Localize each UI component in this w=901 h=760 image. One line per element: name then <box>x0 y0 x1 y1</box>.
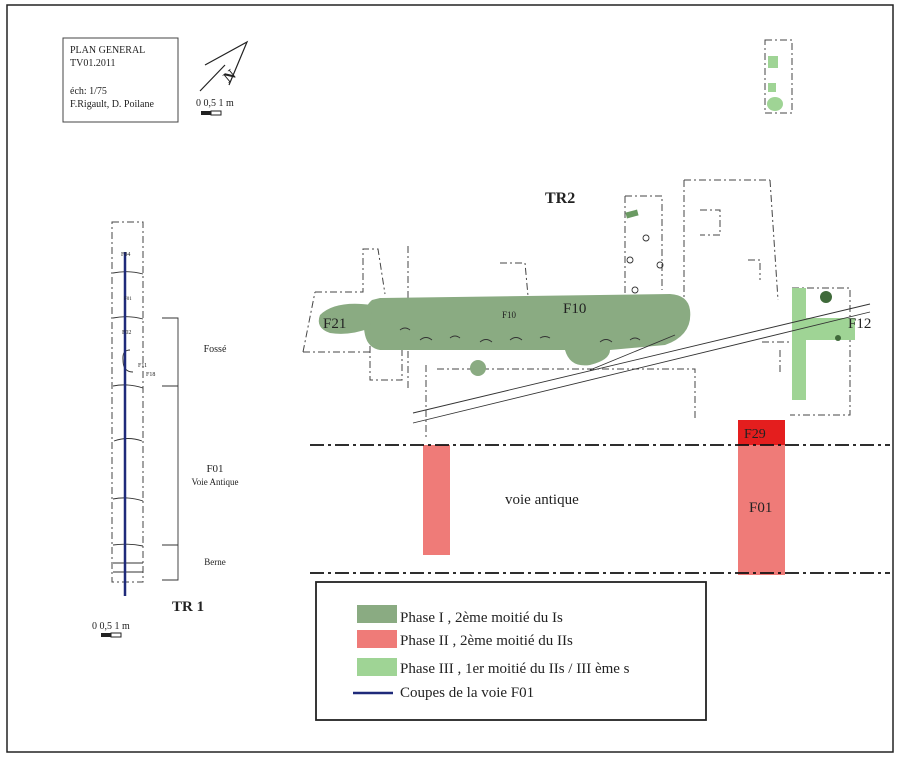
tr1-label-f04: F04 <box>121 252 130 258</box>
tr1-label-f02: F02 <box>122 330 131 336</box>
label-f10-small: F10 <box>502 310 517 320</box>
label-voie-antique: voie antique <box>505 492 579 508</box>
zone-f01: F01 <box>206 463 223 475</box>
legend-swatch-phase3 <box>357 658 397 676</box>
tr2-title: TR2 <box>545 190 575 207</box>
title-block: PLAN GENERAL TV01.2011 éch: 1/75 F.Rigau… <box>62 37 179 123</box>
feature-f12 <box>792 288 855 400</box>
outer-frame <box>6 4 894 753</box>
label-f01: F01 <box>749 500 772 516</box>
north-arrow-icon: N <box>199 40 249 92</box>
tr1-label-f11: F11 <box>138 363 147 369</box>
legend-label-section: Coupes de la voie F01 <box>400 685 534 701</box>
plan-authors: F.Rigault, D. Poilane <box>70 99 154 110</box>
tr1-trench: F04 F01 F02 F11 F18 Fossé F01 Voie Antiq… <box>92 221 239 638</box>
north-sondage <box>764 39 793 114</box>
label-f29: F29 <box>744 427 766 442</box>
feature-f21 <box>318 303 372 334</box>
tr1-label-f01: F01 <box>124 297 132 302</box>
feature-f29 <box>738 420 785 445</box>
plan-title: PLAN GENERAL <box>70 45 145 56</box>
tr1-title: TR 1 <box>172 599 204 615</box>
tr1-scale-label: 0 0,5 1 m <box>92 621 130 632</box>
tr1-label-f18: F18 <box>146 372 155 378</box>
feature-f10 <box>363 294 691 366</box>
legend-label-phase1: Phase I , 2ème moitié du Is <box>400 610 563 626</box>
plan-code: TV01.2011 <box>70 58 115 69</box>
feature-f01 <box>738 445 785 575</box>
label-f10: F10 <box>563 301 586 317</box>
legend-swatch-phase2 <box>357 630 397 648</box>
label-f12: F12 <box>848 316 871 332</box>
tr2-trench: TR2 F21 F10 F10 F12 F29 F01 voie antique <box>302 179 890 575</box>
legend-label-phase2: Phase II , 2ème moitié du IIs <box>400 633 573 649</box>
scale-bar <box>201 110 222 116</box>
legend-label-phase3: Phase III , 1er moitié du IIs / III ème … <box>400 661 630 677</box>
label-f21: F21 <box>323 316 346 332</box>
scale-bar-label: 0 0,5 1 m <box>196 98 234 109</box>
plan-scale: éch: 1/75 <box>70 86 107 97</box>
zone-berne: Berne <box>204 557 226 567</box>
north-label: N <box>221 67 240 86</box>
zone-fosse: Fossé <box>204 344 227 355</box>
zone-voie-antique: Voie Antique <box>191 477 238 487</box>
feature-road-strip <box>423 445 450 555</box>
legend-swatch-phase1 <box>357 605 397 623</box>
legend: Phase I , 2ème moitié du Is Phase II , 2… <box>315 581 707 721</box>
